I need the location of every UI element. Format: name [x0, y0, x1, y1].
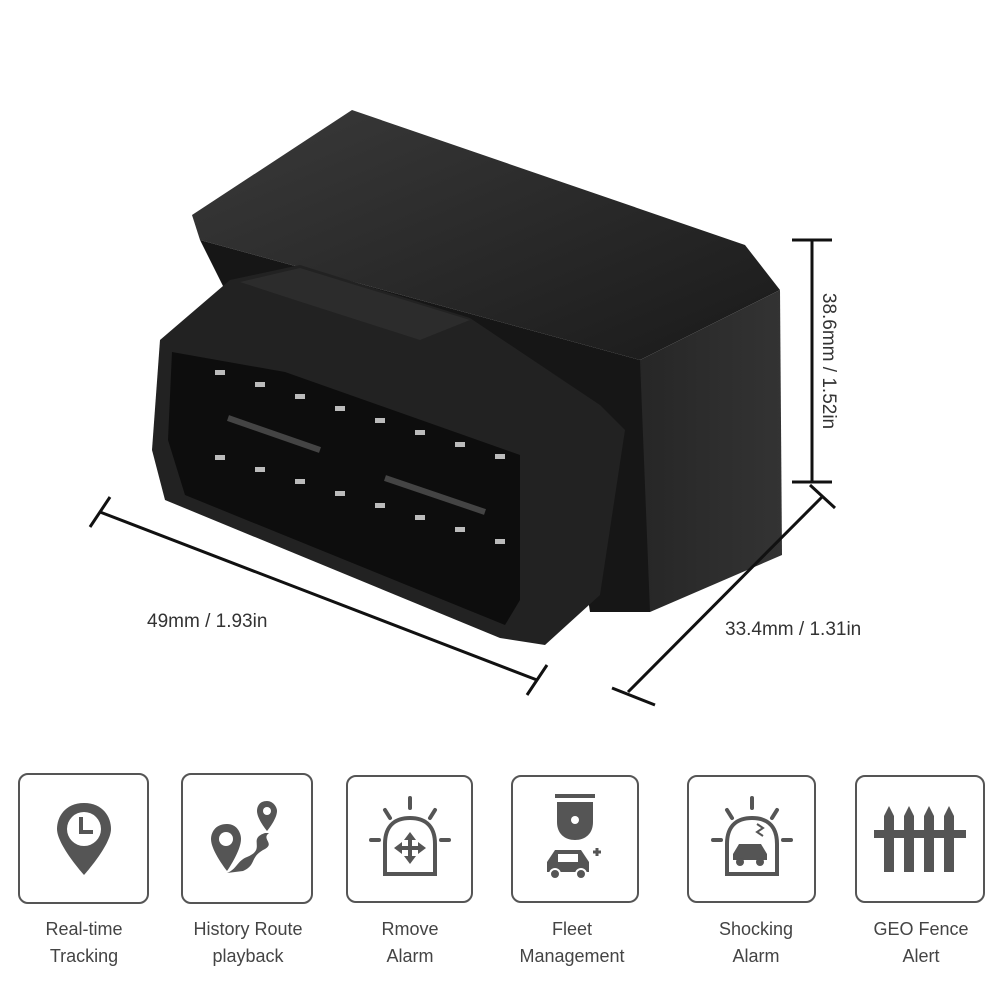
- connector-pin: [335, 406, 345, 411]
- feature-geo-fence: [855, 775, 985, 903]
- device-body: [152, 110, 782, 645]
- connector-pin: [375, 418, 385, 423]
- width-label: 33.4mm / 1.31in: [725, 619, 862, 640]
- height-label: 38.6mm / 1.52in: [818, 292, 840, 430]
- fence-icon: [874, 806, 966, 872]
- connector-pin: [255, 467, 265, 472]
- length-label: 49mm / 1.93in: [147, 611, 268, 632]
- feature-shocking-alarm: [687, 775, 816, 903]
- obd-gps-tracker-image: [88, 110, 837, 707]
- feature-remove-alarm: [346, 775, 473, 903]
- connector-pin: [375, 503, 385, 508]
- feature-realtime-tracking: [18, 773, 149, 904]
- connector-key: [227, 415, 321, 453]
- camera-car-icon: [547, 793, 601, 880]
- connector-pin: [295, 394, 305, 399]
- connector-pins: [215, 370, 505, 544]
- height-dimension-line: [792, 238, 832, 484]
- feature-fleet-management: [511, 775, 639, 903]
- route-pins-icon: [211, 800, 277, 873]
- feature-history-route: [181, 773, 313, 904]
- shock-alarm-car-icon: [710, 796, 793, 876]
- connector-pin: [215, 455, 225, 460]
- location-clock-icon: [56, 802, 111, 875]
- connector-pin: [495, 539, 505, 544]
- connector-pin: [495, 454, 505, 459]
- connector-pin: [455, 442, 465, 447]
- connector-pin: [295, 479, 305, 484]
- connector-pin: [415, 430, 425, 435]
- length-dimension-line: [88, 496, 549, 696]
- connector-pin: [335, 491, 345, 496]
- width-dimension-line: [611, 483, 837, 707]
- connector-pin: [455, 527, 465, 532]
- connector-pin: [255, 382, 265, 387]
- alarm-light-icon: [368, 796, 451, 876]
- connector-pin: [215, 370, 225, 375]
- connector-key: [384, 475, 486, 515]
- connector-pin: [415, 515, 425, 520]
